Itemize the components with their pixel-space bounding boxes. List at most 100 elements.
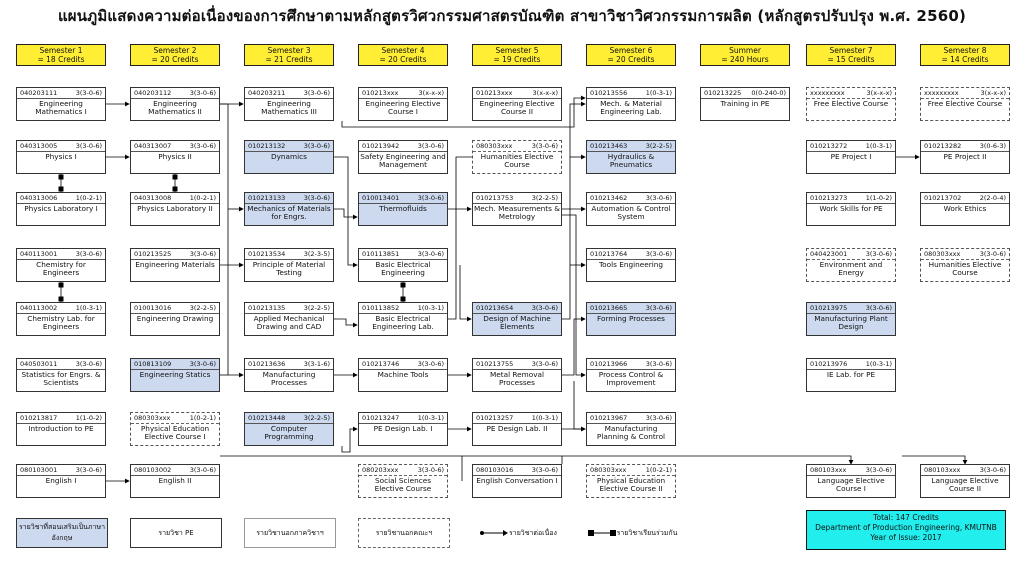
co-requisite-marker <box>172 186 178 192</box>
course-name: Humanities Elective Course <box>928 260 1002 278</box>
course-name: Design of Machine Elements <box>483 314 551 332</box>
course-code: 040423001 <box>810 250 848 258</box>
course-name: Language Elective Course II <box>931 476 999 494</box>
course-code: 010813109 <box>134 360 172 368</box>
semester-header: Semester 8= 14 Credits <box>920 44 1010 66</box>
course-credits: 3(3-0-6) <box>865 250 892 258</box>
course-code: 040313007 <box>134 142 172 150</box>
prerequisite-arrow <box>573 381 586 432</box>
course-name: Engineering Mathematics III <box>261 99 317 117</box>
semester-header: Summer= 240 Hours <box>700 44 790 66</box>
course-name: PE Design Lab. II <box>486 424 548 433</box>
course-credits: 3(3-0-6) <box>645 414 672 422</box>
semester-credits: = 20 Credits <box>151 55 199 64</box>
course-credits: 1(0-3-1) <box>865 360 892 368</box>
course-credits: 3(3-0-6) <box>75 250 102 258</box>
course-name: Mechanics of Materials for Engrs. <box>247 204 331 222</box>
semester-name: Semester 4 <box>381 46 425 55</box>
course-name: Machine Tools <box>377 370 429 379</box>
course-credits: 3(3-0-6) <box>531 466 558 474</box>
course-name: Engineering Elective Course II <box>479 99 555 117</box>
legend-item: รายวิชาเรียนร่วมกัน <box>586 518 678 548</box>
course-credits: 3(3-0-6) <box>417 466 444 474</box>
course-credits: 3(3-0-6) <box>303 89 330 97</box>
course-credits: 3(3-0-6) <box>645 360 672 368</box>
total-credits-box: Total: 147 Credits Department of Product… <box>806 510 1006 550</box>
course-code: 010213665 <box>590 304 628 312</box>
course-name: Environment and Energy <box>819 260 883 278</box>
course-credits: 1(0-3-1) <box>417 304 444 312</box>
course-name: Engineering Elective Course I <box>365 99 441 117</box>
semester-name: Semester 6 <box>609 46 653 55</box>
semester-header: Semester 3= 21 Credits <box>244 44 334 66</box>
course-code: 010213133 <box>248 194 286 202</box>
course-credits: 3(x-x-x) <box>532 89 558 97</box>
course-credits: 3(3-0-6) <box>531 304 558 312</box>
course-name: Dynamics <box>271 152 307 161</box>
course-credits: 3(x-x-x) <box>866 89 892 97</box>
course-credits: 1(0-3-1) <box>865 142 892 150</box>
course-credits: 3(3-0-6) <box>417 250 444 258</box>
course-name: Language Elective Course I <box>817 476 885 494</box>
semester-credits: = 20 Credits <box>607 55 655 64</box>
legend-item: รายวิชานอกคณะฯ <box>358 518 450 548</box>
prerequisite-arrow <box>341 426 358 453</box>
course-credits: 1(0-2-1) <box>645 466 672 474</box>
course-name: IE Lab. for PE <box>826 370 876 379</box>
semester-name: Semester 2 <box>153 46 197 55</box>
course-credits: 1(0-3-1) <box>531 414 558 422</box>
course-credits: 3(3-0-6) <box>189 89 216 97</box>
course-name: Metal Removal Processes <box>489 370 545 388</box>
course-credits: 1(1-0-2) <box>75 414 102 422</box>
co-requisite-marker <box>400 282 406 288</box>
course-code: 010213975 <box>810 304 848 312</box>
semester-header: Semester 5= 19 Credits <box>472 44 562 66</box>
semester-credits: = 14 Credits <box>941 55 989 64</box>
course-name: Automation & Control System <box>591 204 671 222</box>
course-code: 010013016 <box>134 304 172 312</box>
course-code: 010113851 <box>362 250 400 258</box>
co-requisite-marker <box>400 296 406 302</box>
course-code: 010213463 <box>590 142 628 150</box>
legend-label: รายวิชาต่อเนื่อง <box>509 528 557 537</box>
course-name: English II <box>158 476 192 485</box>
course-code: 080103xxx <box>924 466 961 474</box>
course-code: 010213448 <box>248 414 286 422</box>
course-name: Training in PE <box>720 99 770 108</box>
course-credits: 3(3-0-6) <box>75 360 102 368</box>
course-box: 040423001 3(3-0-6) Environment and Energy <box>806 248 896 282</box>
prerequisite-arrow <box>902 455 968 465</box>
course-code: 010113852 <box>362 304 400 312</box>
course-credits: 3(3-0-6) <box>645 304 672 312</box>
course-name: Manufacturing Planning & Control <box>596 424 666 442</box>
page-title: แผนภูมิแสดงความต่อเนื่องของการศึกษาตามหล… <box>57 7 967 25</box>
prerequisite-arrow <box>562 316 586 376</box>
course-credits: 3(3-0-6) <box>303 142 330 150</box>
course-code: 010013401 <box>362 194 400 202</box>
legend-item: รายวิชาต่อเนื่อง <box>472 518 564 548</box>
course-name: Work Skills for PE <box>819 204 883 213</box>
